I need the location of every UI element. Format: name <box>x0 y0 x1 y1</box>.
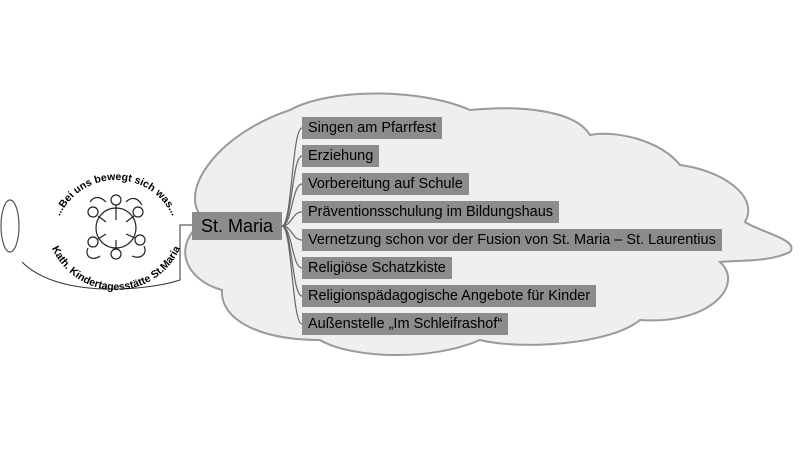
kita-logo: ...Bei uns bewegt sich was... Kath. Kind… <box>49 171 183 293</box>
children-circle-icon <box>86 194 146 260</box>
center-node: St. Maria <box>192 212 282 240</box>
branch-node-praevention: Präventionsschulung im Bildungshaus <box>302 201 560 223</box>
branch-node-erziehung: Erziehung <box>302 145 380 167</box>
branch-node-aussenstelle: Außenstelle „Im Schleifrashof“ <box>302 313 509 335</box>
left-oval <box>0 199 20 253</box>
branch-node-vorbereitung: Vorbereitung auf Schule <box>302 173 469 195</box>
branch-connectors <box>281 127 303 325</box>
logo-connector <box>21 224 192 290</box>
branch-node-schatzkiste: Religiöse Schatzkiste <box>302 257 452 279</box>
branch-node-vernetzung: Vernetzung schon vor der Fusion von St. … <box>302 229 722 251</box>
logo-text-bottom: Kath. Kindertagesstätte St.Maria <box>49 244 183 293</box>
branch-node-singen: Singen am Pfarrfest <box>302 117 443 139</box>
branch-node-angebote: Religionspädagogische Angebote für Kinde… <box>302 285 597 307</box>
